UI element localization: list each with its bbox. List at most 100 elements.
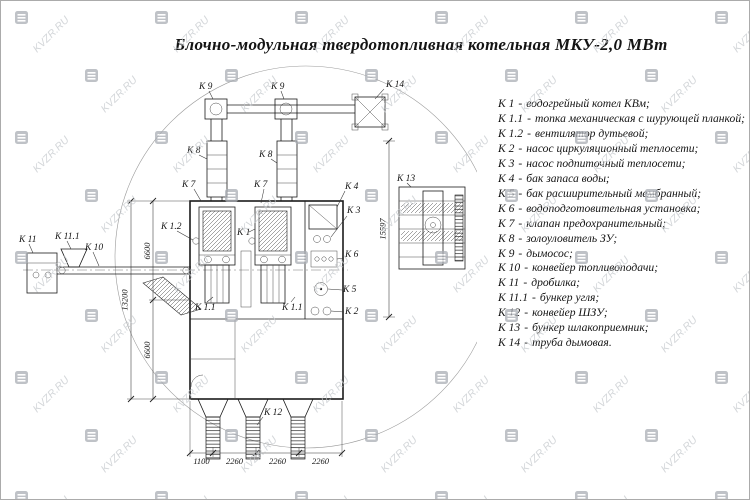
legend-separator: - <box>518 201 523 215</box>
label-k3: К 3 <box>346 206 361 216</box>
makeup-pumps-k3 <box>313 235 331 243</box>
legend-desc: золоуловитель ЗУ; <box>526 231 618 245</box>
legend-key: К 1.1 <box>498 111 524 125</box>
legend-key: К 1 <box>498 97 515 110</box>
label-k8-right: К 8 <box>258 150 273 160</box>
legend-key: К 10 <box>498 261 521 275</box>
legend-item: К 10-конвейер топливоподачи; <box>498 261 748 276</box>
label-k11-stoker-left: К 1.1 <box>194 303 216 313</box>
legend-desc: клапан предохранительный; <box>526 216 667 230</box>
label-k111: К 11.1 <box>54 232 80 242</box>
legend-desc: вентилятор дутьевой; <box>534 126 649 140</box>
legend-item: К 9-дымосос; <box>498 247 748 262</box>
legend-key: К 8 <box>498 231 515 245</box>
ash-hopper-3 <box>282 398 314 460</box>
legend-desc: насос подпиточный теплосети; <box>526 156 686 170</box>
label-k7-left: К 7 <box>181 180 197 190</box>
legend-desc: бак запаса воды; <box>526 171 610 185</box>
detail-view-k13 <box>398 186 466 270</box>
crusher-k11 <box>26 252 58 294</box>
legend-item: К 1.1-топка механическая с шурующей план… <box>498 112 748 127</box>
label-k12fan: К 1.2 <box>160 222 182 232</box>
legend-separator: - <box>524 336 529 350</box>
label-k5: К 5 <box>342 285 357 295</box>
page-title: Блочно-модульная твердотопливная котельн… <box>174 35 668 54</box>
fuel-conveyor-k10 <box>57 266 191 275</box>
legend-desc: конвейер ШЗУ; <box>532 306 608 320</box>
dim-6600-lower: 6600 <box>142 341 152 359</box>
legend-item: К 12-конвейер ШЗУ; <box>498 306 748 321</box>
chimney <box>351 93 389 131</box>
label-k4: К 4 <box>344 182 359 192</box>
label-k11: К 11 <box>18 235 36 245</box>
flue-stack-1 <box>204 98 228 202</box>
dim-2260-1: 2260 <box>226 456 244 466</box>
coal-bunker-k111 <box>60 248 88 268</box>
inclined-gallery <box>142 276 202 316</box>
draft-fan-icon <box>248 237 256 245</box>
legend-item: К 11-дробилка; <box>498 276 748 291</box>
legend-item: К 7-клапан предохранительный; <box>498 217 748 232</box>
flue-header <box>227 104 355 114</box>
dim-15597: 15597 <box>378 218 388 240</box>
legend-separator: - <box>523 276 528 290</box>
legend-separator: - <box>527 126 531 140</box>
label-k8-left: К 8 <box>186 146 201 156</box>
label-k11-stoker-right: К 1.1 <box>281 303 303 313</box>
legend-separator: - <box>518 171 523 185</box>
water-treatment-k6 <box>310 250 338 268</box>
legend-separator: - <box>518 246 523 260</box>
legend-key: К 3 <box>498 156 515 170</box>
legend-desc: дробилка; <box>531 276 580 290</box>
legend-desc: дымосос; <box>526 246 573 260</box>
legend-item: К 3-насос подпиточный теплосети; <box>498 157 748 172</box>
dim-6600-upper: 6600 <box>142 242 152 260</box>
label-k9-left: К 9 <box>198 82 213 92</box>
circulation-pumps-k2 <box>310 306 332 316</box>
legend-separator: - <box>518 231 523 245</box>
legend-key: К 11.1 <box>498 291 529 305</box>
legend-item: К 5-бак расширительный мембранный; <box>498 187 748 202</box>
legend-item: К 11.1-бункер угля; <box>498 291 748 306</box>
legend-desc: водоподготовительная установка; <box>526 201 701 215</box>
legend-desc: бак расширительный мембранный; <box>526 186 702 200</box>
legend-item: К 6-водоподготовительная установка; <box>498 202 748 217</box>
legend-item: К 2-насос циркуляционный теплосети; <box>498 142 748 157</box>
label-k1: К 1 <box>236 228 250 238</box>
legend-key: К 11 <box>498 276 520 290</box>
legend-separator: - <box>518 97 523 110</box>
legend-desc: конвейер топливоподачи; <box>532 261 659 275</box>
legend: К 1-водогрейный котел КВм; К 1.1-топка м… <box>498 97 748 351</box>
legend-separator: - <box>527 111 531 125</box>
legend-key: К 1.2 <box>498 126 524 140</box>
plan-drawing: 6600 6600 13200 15597 1100 <box>18 65 477 466</box>
legend-desc: бункер угля; <box>539 291 600 305</box>
legend-key: К 6 <box>498 201 515 215</box>
legend-key: К 13 <box>498 321 521 335</box>
label-k2: К 2 <box>344 307 359 317</box>
label-k13: К 13 <box>396 174 415 184</box>
legend-desc: водогрейный котел КВм; <box>526 97 650 110</box>
legend-separator: - <box>524 261 529 275</box>
legend-item: К 1.2-вентилятор дутьевой; <box>498 127 748 142</box>
legend-separator: - <box>524 306 529 320</box>
dim-2260-3: 2260 <box>312 456 330 466</box>
legend-key: К 2 <box>498 141 515 155</box>
legend-separator: - <box>518 156 523 170</box>
legend-desc: топка механическая с шурующей планкой; <box>534 111 745 125</box>
legend-item: К 1-водогрейный котел КВм; <box>498 97 748 112</box>
legend-desc: труба дымовая. <box>532 336 612 350</box>
label-k12: К 12 <box>263 408 282 418</box>
legend-item: К 4-бак запаса воды; <box>498 172 748 187</box>
label-k9-right: К 9 <box>270 82 285 92</box>
dim-1100: 1100 <box>193 456 210 466</box>
boiler-unit-1 <box>198 206 236 304</box>
legend-key: К 9 <box>498 246 515 260</box>
legend-separator: - <box>524 321 529 335</box>
shzu-conveyor-channel <box>240 250 252 308</box>
dim-13200: 13200 <box>120 289 130 311</box>
water-tank-k4 <box>308 204 338 230</box>
label-k7-right: К 7 <box>253 180 269 190</box>
draft-fan-icon <box>192 237 200 245</box>
